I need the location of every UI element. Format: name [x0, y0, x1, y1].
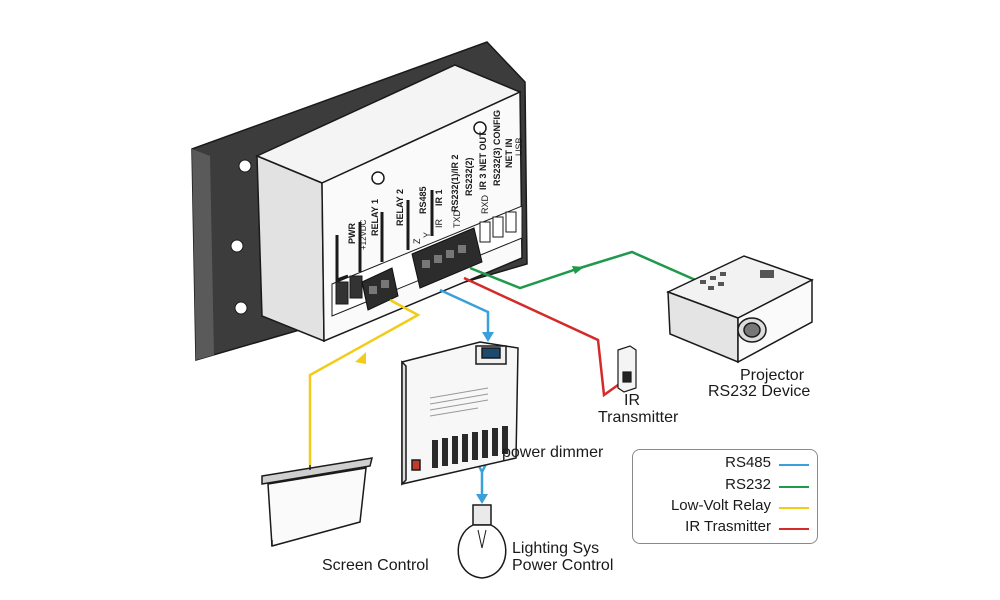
- vdc-label: +12VDC: [359, 219, 368, 250]
- legend-line-ir: [779, 528, 809, 530]
- ir-bottom-label: Transmitter: [598, 409, 679, 426]
- rs485-label: RS485: [418, 186, 428, 214]
- screen-control-label: Screen Control: [322, 557, 429, 574]
- legend-line-rs485: [779, 464, 809, 466]
- projection-screen-device: [261, 457, 374, 547]
- rxd-label: RXD: [480, 194, 490, 214]
- legend-label-rs485: RS485: [725, 454, 771, 471]
- rs232-device-label: RS232 Device: [708, 383, 811, 400]
- rs232-3-config-label: RS232(3) CONFIG: [492, 110, 502, 186]
- legend-line-relay: [779, 507, 809, 509]
- legend-label-ir: IR Trasmitter: [685, 518, 771, 535]
- connector-relay2: [361, 267, 399, 311]
- rs485-wire: [439, 288, 490, 340]
- lighting-top-label: Lighting Sys: [512, 540, 600, 557]
- pwr-label: PWR: [347, 223, 357, 244]
- panel-labels: PWR +12VDC RELAY 1 RELAY 2 RS485 IR 1 RS…: [347, 110, 524, 250]
- connector-rs: [411, 227, 483, 289]
- legend-line-rs232: [779, 486, 809, 488]
- relay2-label: RELAY 2: [395, 189, 405, 226]
- legend-label-rs232: RS232: [725, 476, 771, 493]
- panel-brackets: [335, 190, 434, 283]
- ir-top-label: IR: [624, 392, 640, 409]
- ir-label: IR: [434, 218, 444, 228]
- legend: RS485 RS232 Low-Volt Relay IR Trasmitter: [632, 449, 818, 544]
- light-bulb-icon: [457, 504, 507, 579]
- usb-label: USB: [514, 137, 524, 156]
- projector-device: [666, 255, 814, 364]
- wires: [308, 250, 701, 504]
- lighting-bottom-label: Power Control: [512, 557, 614, 574]
- ir-transmitter-device: [617, 345, 637, 393]
- power-dimmer-device: [401, 341, 519, 486]
- projector-label: Projector: [740, 367, 805, 384]
- legend-label-relay: Low-Volt Relay: [670, 497, 771, 514]
- txd-label: TXD: [452, 209, 462, 228]
- z-label: Z: [412, 238, 422, 244]
- rs232-ir2-label: RS232(1)/IR 2: [450, 154, 460, 212]
- rs232-2-label: RS232(2): [464, 157, 474, 196]
- power-dimmer-label: power dimmer: [502, 444, 604, 461]
- ir-wire: [463, 276, 619, 398]
- y-label: Y: [422, 232, 432, 238]
- relay-wire: [308, 298, 421, 465]
- netin-label: NET IN: [504, 138, 514, 168]
- relay1-label: RELAY 1: [370, 199, 380, 236]
- ir1-label: IR 1: [434, 189, 444, 206]
- ir3-netout-label: IR 3 NET OUT: [478, 131, 488, 190]
